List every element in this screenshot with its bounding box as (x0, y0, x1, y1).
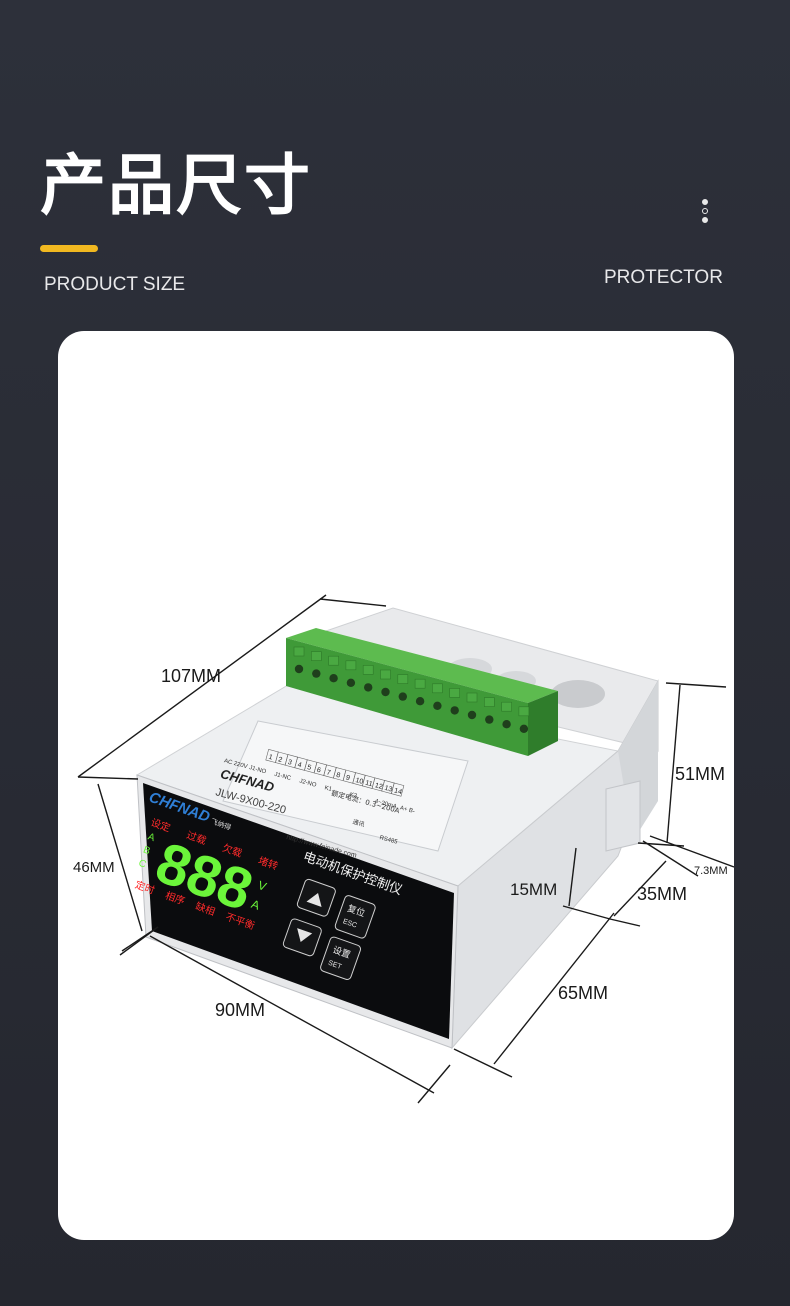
triangle-up-icon (306, 893, 322, 908)
product-type-label: PROTECTOR (604, 267, 723, 288)
terminal-screw (398, 692, 407, 701)
terminal-description: J1-NC (273, 772, 292, 782)
dim-tab-7-3: 7.3MM (694, 865, 728, 877)
terminal-description: A+ B- (399, 805, 415, 815)
terminal-clamp (380, 669, 391, 680)
set-button[interactable] (319, 936, 362, 981)
terminal-clamp (293, 646, 305, 657)
terminal-screw (450, 706, 459, 715)
dim-depth-35: 35MM (637, 884, 687, 904)
dim-depth-65: 65MM (558, 983, 608, 1003)
terminal-clamp (432, 683, 443, 694)
terminal-number: 9 (345, 774, 351, 782)
phase-labels: ABC (137, 831, 157, 870)
terminal-clamp (345, 660, 357, 671)
terminal-block-top (286, 628, 558, 703)
terminal-screw (312, 669, 321, 678)
terminal-number: 13 (384, 785, 393, 794)
phase-label: A (146, 831, 156, 844)
terminal-block-side (528, 691, 558, 756)
label-rs485: RS485 (379, 835, 399, 846)
dimension-lines (77, 594, 734, 1104)
terminal-number-box (390, 782, 405, 797)
terminal-description: J2-NO (299, 779, 318, 789)
dim-step-15: 15MM (510, 880, 557, 899)
page-subtitle: PRODUCT SIZE (44, 274, 186, 295)
terminal-screw (364, 683, 373, 692)
cable-hole-3 (551, 680, 605, 708)
din-rail-clip (605, 780, 641, 852)
phase-label: C (137, 858, 147, 871)
label-tongxun: 通讯 (352, 818, 366, 829)
terminal-clamp (328, 655, 339, 666)
terminal-screw (346, 678, 356, 687)
terminal-number: 12 (374, 782, 383, 791)
terminal-screw (502, 720, 511, 729)
triangle-down-icon (297, 928, 313, 943)
vertical-dots-icon (702, 199, 712, 226)
terminal-description: K2 (349, 792, 358, 800)
terminal-clamp (466, 692, 478, 703)
terminal-description: K1 (324, 785, 333, 793)
terminal-screw (329, 674, 338, 683)
reset-button-sub: ESC (342, 918, 358, 929)
terminal-screw (381, 687, 390, 697)
phase-label: B (142, 845, 152, 858)
terminal-number: 1 (268, 754, 274, 762)
reset-button[interactable] (334, 895, 376, 940)
dim-height-46: 46MM (73, 859, 115, 876)
terminal-clamp (518, 706, 530, 717)
set-button-sub: SET (327, 960, 343, 971)
terminal-number: 7 (326, 769, 332, 777)
page-title: 产品尺寸 (40, 147, 312, 224)
terminal-clamp (311, 651, 322, 661)
terminal-number: 8 (335, 772, 341, 780)
terminal-clamp (414, 678, 426, 689)
terminal-number: 6 (316, 767, 322, 775)
terminal-screws (293, 646, 530, 733)
terminal-number: 3 (287, 759, 293, 767)
terminal-clamp (397, 674, 409, 684)
terminal-number: 10 (355, 777, 364, 786)
terminal-clamp (449, 688, 461, 698)
terminal-number: 11 (364, 780, 373, 789)
terminal-clamp (501, 701, 512, 712)
terminal-number: 14 (393, 787, 402, 796)
terminal-description: 4~20mA (374, 799, 397, 811)
terminal-screw (433, 701, 442, 710)
product-image-card: CHFNAD JLW-9X00-220 额定电流：0.3~200A http:/… (58, 331, 734, 1240)
terminal-description: J1-NO (248, 765, 267, 775)
title-accent-bar (40, 245, 98, 252)
product-dimension-drawing: CHFNAD JLW-9X00-220 额定电流：0.3~200A http:/… (73, 594, 734, 1104)
terminal-screw (485, 715, 494, 724)
terminal-screw (519, 724, 529, 733)
terminal-number: 5 (306, 764, 312, 772)
dim-width-90: 90MM (215, 1000, 265, 1020)
dim-length-107: 107MM (161, 666, 221, 686)
dim-height-51: 51MM (675, 764, 725, 784)
terminal-screw (467, 710, 477, 720)
terminal-number: 2 (277, 756, 283, 764)
front-display-panel (143, 783, 454, 1039)
terminal-clamp (362, 665, 374, 675)
terminal-screw (294, 664, 304, 674)
terminal-clamp (483, 697, 495, 707)
terminal-number: 4 (297, 761, 303, 769)
terminal-screw (415, 697, 425, 706)
